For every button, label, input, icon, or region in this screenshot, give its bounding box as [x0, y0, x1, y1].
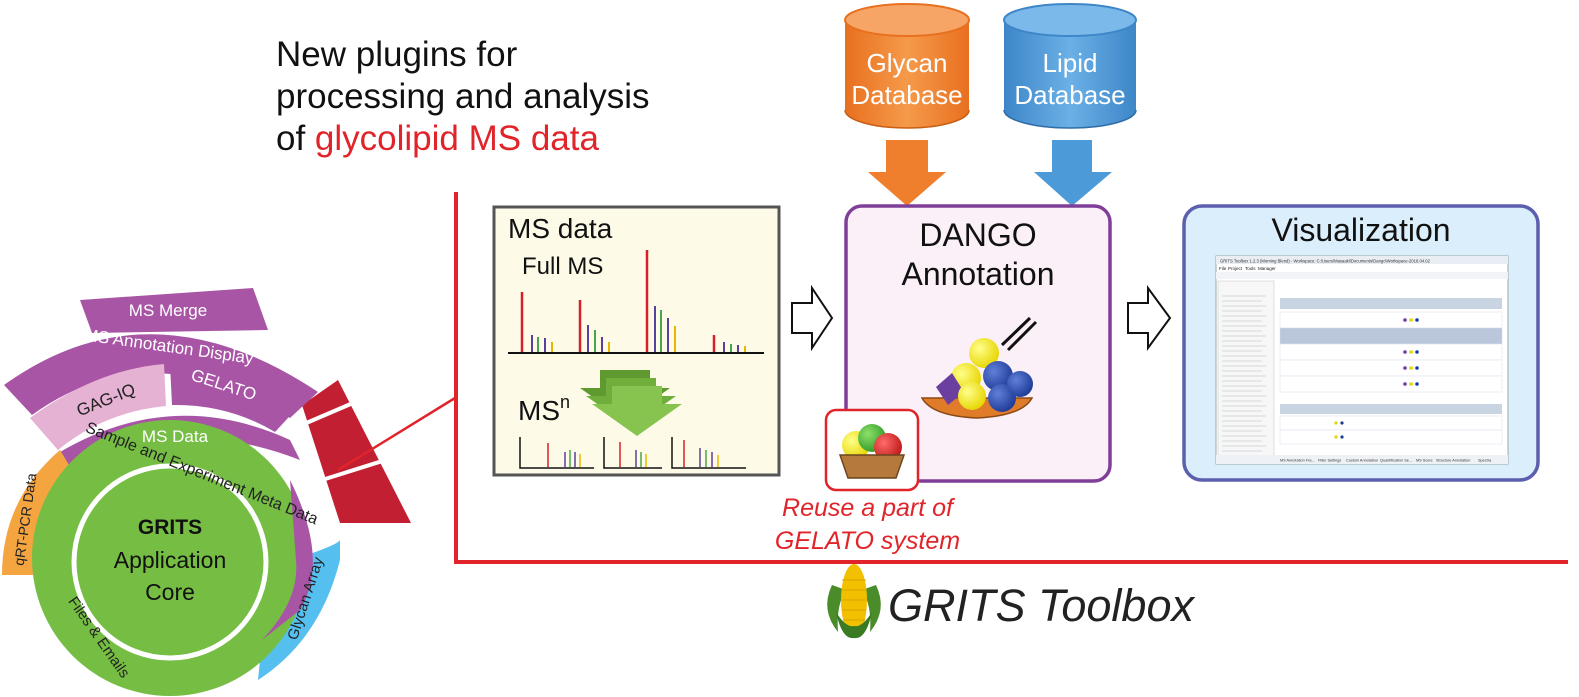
msn-spectra [519, 437, 746, 469]
flow-arrow-2 [1127, 284, 1172, 352]
headline-line-3: of glycolipid MS data [276, 118, 650, 160]
app-screenshot-thumbnail: GRITS Toolbox 1.2.3 (Morning Blend) - Wo… [1215, 255, 1509, 465]
svg-text:Manager: Manager [1258, 266, 1276, 271]
svg-text:MS Score: MS Score [1416, 459, 1433, 463]
reuse-note-line-2: GELATO system [774, 527, 961, 555]
dango-plate-icon [920, 316, 1038, 419]
svg-text:Quantification Se...: Quantification Se... [1380, 459, 1412, 463]
headline-line-2: processing and analysis [276, 77, 650, 116]
grits-wheel [2, 288, 411, 696]
gelato-segment[interactable] [170, 364, 300, 432]
ms-data-title: MS data [508, 213, 613, 244]
dango-title: DANGO [919, 217, 1036, 253]
headline-prefix: of [276, 119, 315, 158]
lipid-database-label-2: Database [1014, 80, 1125, 110]
app-table-rows [1279, 311, 1503, 393]
app-title-bar: GRITS Toolbox 1.2.3 (Morning Blend) - Wo… [1220, 259, 1431, 264]
svg-text:MS Annotation Fra...: MS Annotation Fra... [1280, 459, 1315, 463]
core-circle[interactable] [71, 463, 269, 661]
glycan-database-cylinder [844, 3, 970, 129]
lipid-database-label-1: Lipid [1043, 48, 1098, 78]
app-lower-table-header [1280, 404, 1502, 414]
dango-subtitle: Annotation [901, 256, 1054, 292]
gag-iq-segment[interactable] [30, 364, 166, 450]
glycan-database-label-2: Database [851, 80, 962, 110]
grits-toolbox-title: GRITS Toolbox [888, 580, 1194, 631]
full-ms-label: Full MS [522, 253, 603, 280]
wheel-dark-red-divider-2 [321, 456, 393, 482]
ring-bottom-right-purple [262, 480, 313, 640]
plugin-frame-line [454, 192, 1568, 564]
lipid-database-cylinder [1003, 3, 1137, 129]
full-ms-spectrum [508, 250, 764, 354]
wheel-dark-red-divider-1 [289, 398, 361, 432]
flow-arrow-1 [791, 284, 834, 352]
lipid-arrow [1034, 140, 1112, 206]
corn-icon [827, 564, 881, 639]
glycan-arrow [868, 140, 946, 206]
svg-text:Custom Annotation: Custom Annotation [1346, 459, 1378, 463]
svg-text:Project: Project [1228, 266, 1243, 271]
connector-line [337, 396, 456, 472]
app-bottom-tabs: MS Annotation Fra... Filter Settings Cus… [1280, 459, 1492, 463]
app-table-header [1280, 298, 1502, 309]
svg-text:Tools: Tools [1245, 266, 1256, 271]
glycan-database-label-1: Glycan [867, 48, 948, 78]
reuse-note: Reuse a part of GELATO system [745, 492, 990, 558]
headline-highlight: glycolipid MS data [314, 119, 599, 158]
core-title: GRITS [138, 516, 202, 539]
msn-stack-arrow [580, 370, 682, 436]
wheel-dark-red-segment [302, 380, 411, 523]
visualization-title: Visualization [1271, 212, 1450, 248]
core-application: Application [114, 547, 227, 573]
svg-text:File: File [1219, 266, 1227, 271]
headline-line-1: New plugins for [276, 35, 518, 74]
reuse-note-line-1: Reuse a part of [782, 494, 953, 522]
app-scan-list [1222, 295, 1266, 452]
msn-label: MSn [518, 392, 570, 426]
headline: New plugins for processing and analysis … [276, 34, 650, 160]
ms-merge-label: MS Merge [129, 301, 207, 320]
ms-merge-segment[interactable] [80, 288, 268, 333]
core-core: Core [145, 579, 195, 605]
svg-text:Structure Annotation: Structure Annotation [1436, 459, 1470, 463]
ms-annotation-display-segment[interactable] [4, 334, 318, 418]
svg-text:Filter Settings: Filter Settings [1318, 459, 1341, 463]
ms-data-segment[interactable] [55, 415, 300, 475]
svg-text:Spectra: Spectra [1478, 459, 1492, 463]
ms-data-label: MS Data [142, 427, 209, 446]
app-menu: File Project Tools Manager [1219, 266, 1276, 271]
gelato-basket-icon [838, 424, 906, 479]
